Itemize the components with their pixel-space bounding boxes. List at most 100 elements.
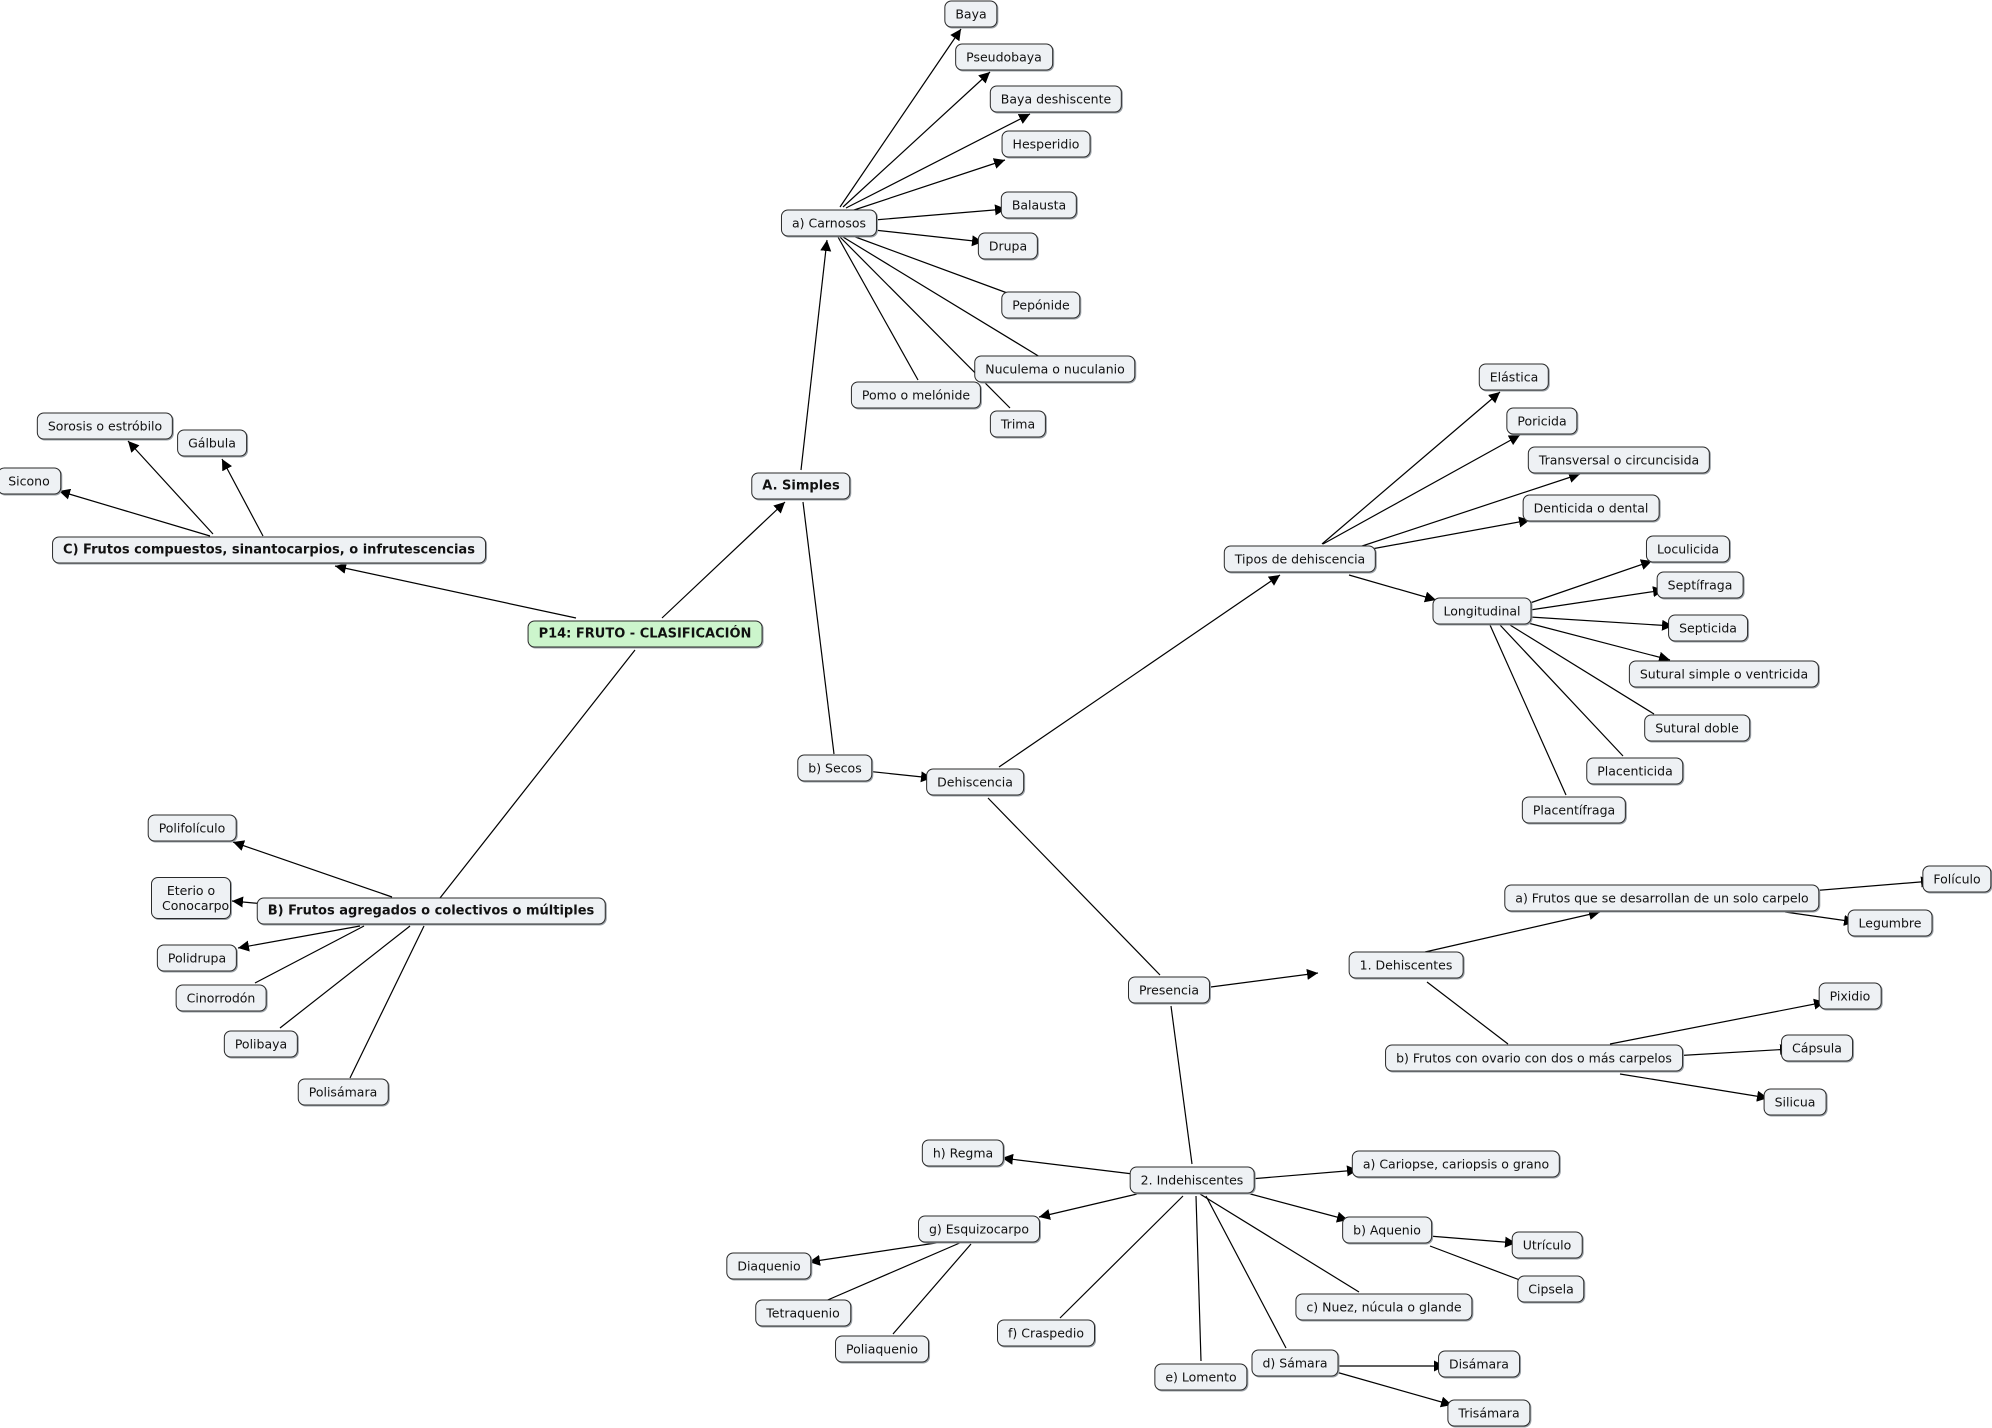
connector-line	[1499, 624, 1624, 757]
connector-line	[808, 1239, 957, 1266]
node-drupa[interactable]: Drupa	[977, 232, 1039, 260]
node-eterio[interactable]: Eterio o Conocarpo	[151, 877, 231, 919]
node-transversal[interactable]: Transversal o circuncisida	[1527, 446, 1711, 474]
connector-line	[1059, 1195, 1184, 1319]
node-dehiscencia[interactable]: Dehiscencia	[926, 768, 1024, 796]
node-agregados[interactable]: B) Frutos agregados o colectivos o múlti…	[256, 897, 606, 925]
connector-line	[842, 71, 991, 208]
node-foliculo[interactable]: Folículo	[1922, 865, 1992, 893]
node-nuez[interactable]: c) Nuez, núcula o glande	[1295, 1293, 1473, 1321]
connector-line	[1529, 586, 1665, 611]
node-longitudinal[interactable]: Longitudinal	[1432, 597, 1532, 625]
connector-line	[998, 574, 1281, 768]
connector-line	[127, 440, 214, 535]
connector-line	[439, 649, 636, 899]
node-samara[interactable]: d) Sámara	[1251, 1349, 1339, 1377]
connector-line	[1242, 1191, 1349, 1223]
connector-line	[987, 797, 1161, 976]
connector-line	[873, 204, 1007, 221]
node-septifraga[interactable]: Septífraga	[1656, 571, 1744, 599]
node-septicida[interactable]: Septicida	[1668, 614, 1748, 642]
node-compuestos[interactable]: C) Frutos compuestos, sinantocarpios, o …	[52, 536, 486, 564]
node-dos-carpelos[interactable]: b) Frutos con ovario con dos o más carpe…	[1385, 1044, 1683, 1072]
connector-line	[1335, 1371, 1453, 1408]
node-pomo[interactable]: Pomo o melónide	[850, 381, 982, 409]
connector-line	[802, 501, 835, 755]
node-placentifraga[interactable]: Placentífraga	[1521, 796, 1627, 824]
connector-line	[237, 925, 361, 952]
connector-line	[1349, 472, 1581, 551]
connector-line	[1195, 1195, 1202, 1362]
node-sutural-simple[interactable]: Sutural simple o ventricida	[1628, 660, 1820, 688]
node-carnosos[interactable]: a) Carnosos	[780, 209, 878, 237]
node-regma[interactable]: h) Regma	[921, 1139, 1005, 1167]
node-cariopse[interactable]: a) Cariopse, cariopsis o grano	[1351, 1150, 1561, 1178]
connector-line	[1527, 622, 1671, 663]
connector-line	[279, 925, 411, 1029]
connector-line	[847, 158, 1006, 213]
connector-line	[1038, 1193, 1138, 1220]
node-cipsela[interactable]: Cipsela	[1517, 1275, 1585, 1303]
node-trima[interactable]: Trima	[989, 410, 1047, 438]
node-polibaya[interactable]: Polibaya	[223, 1030, 299, 1058]
node-galbula[interactable]: Gálbula	[177, 429, 247, 457]
node-dehiscentes[interactable]: 1. Dehiscentes	[1348, 951, 1464, 979]
node-polidrupa[interactable]: Polidrupa	[156, 944, 238, 972]
node-elastica[interactable]: Elástica	[1478, 363, 1550, 391]
node-tetraquenio[interactable]: Tetraquenio	[755, 1299, 851, 1327]
node-silicua[interactable]: Silicua	[1763, 1088, 1827, 1116]
node-poliaquenio[interactable]: Poliaquenio	[835, 1335, 929, 1363]
connector-line	[1489, 624, 1567, 796]
root-node[interactable]: P14: FRUTO - CLASIFICACIÓN	[527, 620, 763, 648]
node-tipos-dehiscencia[interactable]: Tipos de dehiscencia	[1223, 545, 1377, 573]
node-baya[interactable]: Baya	[944, 0, 998, 28]
node-aquenio[interactable]: b) Aquenio	[1342, 1216, 1432, 1244]
node-nuculema[interactable]: Nuculema o nuculanio	[974, 355, 1136, 383]
connector-line	[1199, 1193, 1360, 1293]
node-peponide[interactable]: Pepónide	[1001, 291, 1081, 319]
node-trisamara[interactable]: Trisámara	[1447, 1399, 1531, 1427]
connector-line	[1424, 909, 1601, 953]
node-craspedio[interactable]: f) Craspedio	[997, 1319, 1095, 1347]
connector-line	[58, 488, 211, 537]
node-placenticida[interactable]: Placenticida	[1586, 757, 1684, 785]
connector-line	[892, 1243, 972, 1335]
node-disamara[interactable]: Disámara	[1438, 1350, 1520, 1378]
node-secos[interactable]: b) Secos	[797, 754, 873, 782]
node-pseudobaya[interactable]: Pseudobaya	[955, 43, 1053, 71]
node-simples[interactable]: A. Simples	[751, 472, 851, 500]
node-capsula[interactable]: Cápsula	[1781, 1034, 1853, 1062]
node-cinorrodon[interactable]: Cinorrodón	[175, 984, 267, 1012]
connector-line	[873, 229, 984, 247]
connector-line	[1170, 1005, 1193, 1165]
node-indehiscentes[interactable]: 2. Indehiscentes	[1129, 1166, 1255, 1194]
node-sicono[interactable]: Sicono	[0, 467, 61, 495]
node-sorosis[interactable]: Sorosis o estróbilo	[36, 412, 174, 440]
node-sutural-doble[interactable]: Sutural doble	[1644, 714, 1750, 742]
node-esquizocarpo[interactable]: g) Esquizocarpo	[918, 1215, 1040, 1243]
connector-line	[1249, 1165, 1359, 1180]
connector-line	[839, 28, 962, 208]
connector-line	[349, 925, 425, 1079]
node-balausta[interactable]: Balausta	[1000, 191, 1078, 219]
node-diaquenio[interactable]: Diaquenio	[726, 1252, 812, 1280]
connector-line	[1202, 968, 1319, 989]
node-denticida[interactable]: Denticida o dental	[1522, 494, 1660, 522]
node-loculicida[interactable]: Loculicida	[1645, 535, 1731, 563]
connector-line	[1322, 434, 1521, 545]
connector-line	[1609, 998, 1826, 1045]
node-polifoliculo[interactable]: Polifolículo	[147, 814, 237, 842]
node-baya-dehiscente[interactable]: Baya deshiscente	[989, 85, 1123, 113]
node-lomento[interactable]: e) Lomento	[1154, 1363, 1248, 1391]
connector-line	[221, 458, 264, 537]
node-un-carpelo[interactable]: a) Frutos que se desarrollan de un solo …	[1504, 884, 1820, 912]
node-utriculo[interactable]: Utrículo	[1511, 1231, 1583, 1259]
node-pixidio[interactable]: Pixidio	[1818, 982, 1882, 1010]
node-hesperidio[interactable]: Hesperidio	[1001, 130, 1091, 158]
node-legumbre[interactable]: Legumbre	[1847, 909, 1933, 937]
connector-line	[1205, 1195, 1287, 1349]
node-polisamara[interactable]: Polisámara	[297, 1078, 389, 1106]
node-poricida[interactable]: Poricida	[1506, 407, 1578, 435]
node-presencia[interactable]: Presencia	[1127, 976, 1211, 1004]
